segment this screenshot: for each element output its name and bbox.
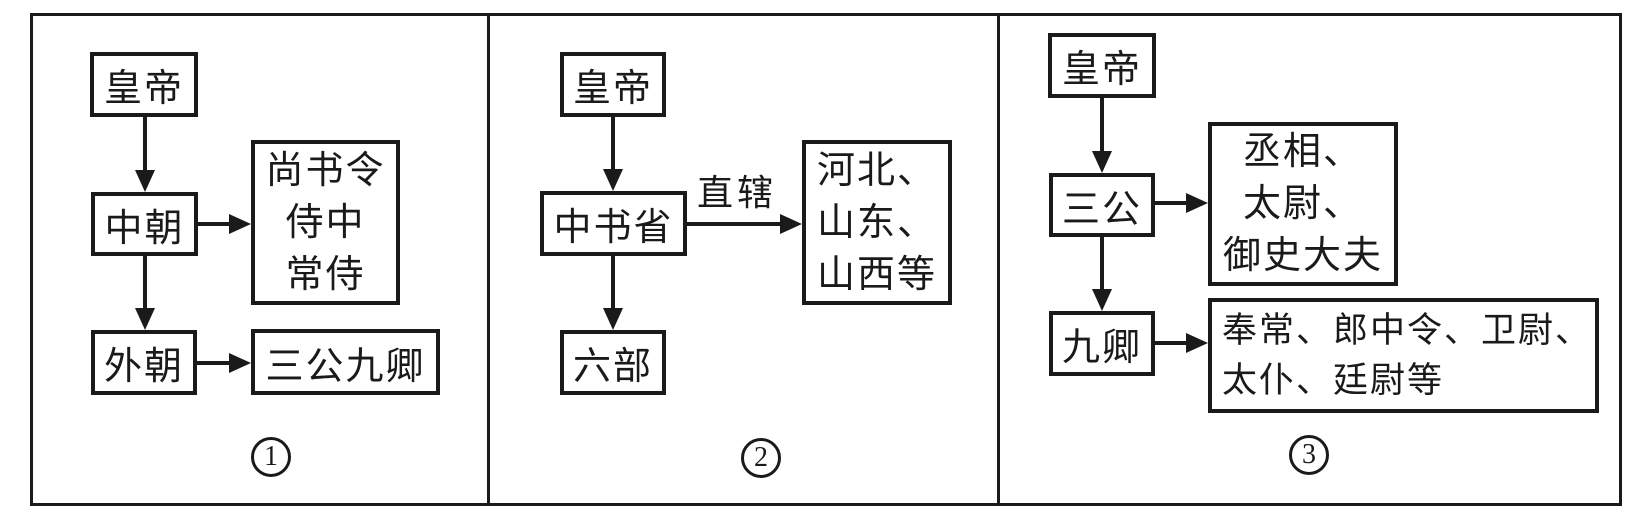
node-emperor-panel2: 皇帝 xyxy=(560,52,666,117)
arrowhead-right-icon xyxy=(780,214,802,234)
arrowhead-right-icon xyxy=(229,214,251,234)
arrowhead-right-icon xyxy=(1186,333,1208,353)
panel-divider-1 xyxy=(487,13,490,506)
arrow-outer-court-to-officials xyxy=(197,361,229,365)
panel-number-2: 2 xyxy=(741,438,781,478)
panel-number-2-digit: 2 xyxy=(754,442,768,473)
duke-line: 御史大夫 xyxy=(1222,235,1383,277)
outer-frame xyxy=(30,13,1622,506)
arrow-inner-court-to-officials xyxy=(198,222,229,226)
node-inner-court: 中朝 xyxy=(91,192,198,256)
minister-line: 奉常、郎中令、卫尉、 xyxy=(1222,310,1593,350)
node-emperor-panel1: 皇帝 xyxy=(90,52,198,117)
arrowhead-down-icon xyxy=(603,169,623,191)
arrow-inner-court-to-outer-court xyxy=(143,256,147,308)
official-line: 尚书令 xyxy=(265,149,386,192)
duke-line: 太尉、 xyxy=(1242,183,1363,225)
arrowhead-down-icon xyxy=(1092,151,1112,173)
arrowhead-down-icon xyxy=(603,308,623,330)
arrow-three-dukes-to-nine-ministers xyxy=(1100,237,1104,289)
node-inner-court-officials: 尚书令 侍中 常侍 xyxy=(251,140,400,305)
node-nine-ministers-members: 奉常、郎中令、卫尉、 太仆、廷尉等 xyxy=(1208,298,1599,413)
panel-number-3-digit: 3 xyxy=(1302,439,1316,470)
arrow-three-dukes-to-members xyxy=(1155,201,1186,205)
panel-number-1-digit: 1 xyxy=(264,441,278,472)
node-nine-ministers: 九卿 xyxy=(1049,311,1155,376)
arrowhead-down-icon xyxy=(1092,289,1112,311)
minister-line: 太仆、廷尉等 xyxy=(1222,360,1445,400)
duke-line: 丞相、 xyxy=(1242,131,1363,173)
panel-number-1: 1 xyxy=(251,437,291,477)
arrow-emperor-to-secretariat xyxy=(611,117,615,169)
node-three-dukes: 三公 xyxy=(1049,173,1155,237)
arrow-secretariat-to-ministries xyxy=(611,256,615,308)
arrow-nine-ministers-to-members xyxy=(1155,341,1186,345)
region-line: 河北、 xyxy=(816,149,937,192)
node-outer-court: 外朝 xyxy=(91,330,197,395)
arrowhead-right-icon xyxy=(229,353,251,373)
panel-divider-2 xyxy=(997,13,1000,506)
node-central-secretariat: 中书省 xyxy=(540,191,687,256)
node-six-ministries: 六部 xyxy=(560,330,666,395)
node-outer-court-officials: 三公九卿 xyxy=(251,329,440,395)
node-three-dukes-members: 丞相、 太尉、 御史大夫 xyxy=(1208,122,1398,286)
arrow-emperor-to-inner-court xyxy=(143,117,147,170)
arrow-secretariat-to-regions xyxy=(687,222,780,226)
arrowhead-down-icon xyxy=(135,170,155,192)
arrow-emperor-to-three-dukes xyxy=(1100,98,1104,151)
node-directly-administered-regions: 河北、 山东、 山西等 xyxy=(802,140,952,305)
region-line: 山东、 xyxy=(816,201,937,244)
node-emperor-panel3: 皇帝 xyxy=(1048,33,1156,98)
arrowhead-down-icon xyxy=(135,308,155,330)
panel-number-3: 3 xyxy=(1289,435,1329,475)
arrowhead-right-icon xyxy=(1186,193,1208,213)
region-line: 山西等 xyxy=(816,253,937,296)
arrow-label-direct-rule: 直辖 xyxy=(697,173,778,213)
official-line: 常侍 xyxy=(285,253,366,296)
official-line: 侍中 xyxy=(285,201,366,244)
